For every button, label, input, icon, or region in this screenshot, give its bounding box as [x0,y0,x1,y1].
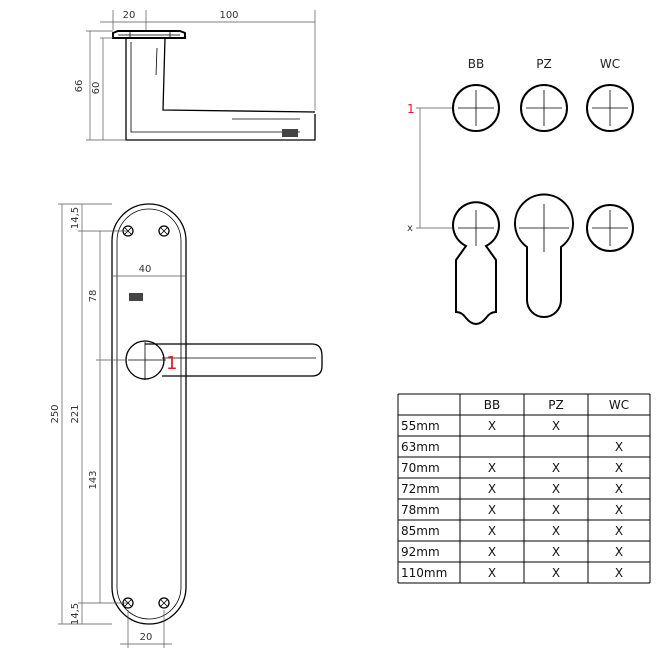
table-size-cell: 78mm [401,503,440,517]
table-size-cell: 72mm [401,482,440,496]
table-mark-cell: X [615,566,623,580]
table-header-cell: BB [484,398,500,412]
front-lever [145,343,323,377]
cutout-marker-1: 1 [407,102,415,116]
dim-front-78: 78 [88,290,99,303]
dim-front-top-radius: 14,5 [70,207,81,229]
table-mark-cell: X [552,503,560,517]
table-mark-cell: X [488,482,496,496]
side-rosette-detail [118,31,180,38]
cutout-options: BB PZ WC 1 x [407,57,634,325]
cutout-header-wc: WC [600,57,620,71]
dim-front-20: 20 [140,632,153,643]
front-view: 1 250 14,5 221 14,5 78 143 40 20 [50,203,323,648]
table-size-cell: 55mm [401,419,440,433]
table-mark-cell: X [552,461,560,475]
table-size-cell: 110mm [401,566,447,580]
rosette-wc [586,84,634,132]
rosette-pz [520,84,568,132]
table-mark-cell: X [488,545,496,559]
table-mark-cell: X [488,566,496,580]
table-mark-cell: X [552,419,560,433]
table-mark-cell: X [488,503,496,517]
screw-bottom-right [158,597,170,609]
dim-side-66: 66 [74,80,85,93]
table-size-cell: 63mm [401,440,440,454]
escutcheon-bb [452,201,500,325]
table-mark-cell: X [615,482,623,496]
cutout-header-pz: PZ [536,57,551,71]
table-mark-cell: X [615,461,623,475]
rosette-bb [452,84,500,132]
table-size-cell: 92mm [401,545,440,559]
table-mark-cell: X [488,461,496,475]
back-plate-inner [116,208,182,620]
dim-side-60: 60 [91,82,102,95]
dim-front-143: 143 [88,470,99,489]
front-marker-1: 1 [166,353,177,374]
side-view: 20 100 66 60 [74,10,316,141]
table-mark-cell: X [615,440,623,454]
front-logo-mark [129,293,143,301]
table-mark-cell: X [552,482,560,496]
side-lever-edge [130,42,300,133]
table-mark-cell: X [552,524,560,538]
table-mark-cell: X [552,566,560,580]
dim-front-40: 40 [139,264,152,275]
table-mark-cell: X [615,545,623,559]
dim-front-bottom-radius: 14,5 [70,603,81,625]
table-mark-cell: X [488,524,496,538]
table-mark-cell: X [615,524,623,538]
table-mark-cell: X [488,419,496,433]
dim-front-250: 250 [50,404,61,423]
side-lever-outline [125,38,316,141]
table-size-cell: 85mm [401,524,440,538]
escutcheon-wc [586,204,634,252]
back-plate [111,203,187,625]
cutout-header-bb: BB [468,57,484,71]
table-header-cell: PZ [548,398,563,412]
table-size-cell: 70mm [401,461,440,475]
side-neck-line [155,47,158,76]
side-logo-mark [282,129,298,137]
table-header-cell: WC [609,398,629,412]
side-lever-inner [162,37,316,113]
dim-side-100: 100 [219,10,238,21]
dim-front-221: 221 [70,404,81,423]
screw-top-right [158,225,170,237]
table-mark-cell: X [552,545,560,559]
table-mark-cell: X [615,503,623,517]
side-rosette [112,30,186,39]
dim-side-20: 20 [123,10,136,21]
cutout-bracket [416,107,452,229]
cutout-marker-x: x [407,223,413,234]
escutcheon-pz [514,193,574,318]
